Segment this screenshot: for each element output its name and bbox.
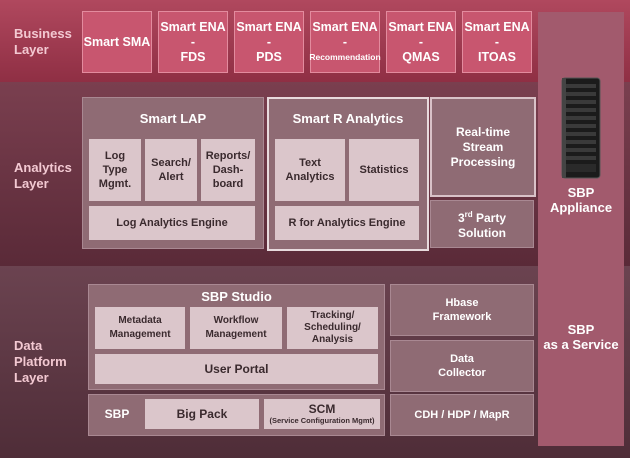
business-box-sub: ITOAS bbox=[478, 49, 516, 64]
sbp-label: SBP bbox=[104, 406, 130, 421]
sbp-appliance-label: SBP Appliance bbox=[549, 185, 613, 215]
business-box-title: Smart ENA - bbox=[464, 19, 530, 49]
log-analytics-engine-box: Log Analytics Engine bbox=[89, 206, 255, 240]
business-box-title: Smart SMA bbox=[83, 34, 151, 49]
third-party-number: 3 bbox=[457, 211, 465, 225]
third-party-solution-box: 3rd Party Solution bbox=[430, 200, 534, 248]
hbase-framework-box: Hbase Framework bbox=[390, 284, 534, 336]
business-box-smart-sma: Smart SMA bbox=[82, 11, 152, 73]
scm-title: SCM bbox=[308, 401, 336, 416]
business-box-itoas: Smart ENA - ITOAS bbox=[462, 11, 532, 73]
business-box-title: Smart ENA - bbox=[160, 19, 226, 49]
business-layer-label: Business Layer bbox=[14, 26, 72, 57]
business-box-qmas: Smart ENA - QMAS bbox=[386, 11, 456, 73]
sbp-studio-title: SBP Studio bbox=[201, 289, 272, 304]
workflow-management-box: Workflow Management bbox=[190, 307, 282, 349]
third-party-text: Party Solution bbox=[457, 211, 507, 240]
business-box-title: Smart ENA - bbox=[388, 19, 454, 49]
text-analytics-box: Text Analytics bbox=[275, 139, 345, 201]
cdh-hdp-mapr-box: CDH / HDP / MapR bbox=[390, 394, 534, 436]
business-box-pds: Smart ENA - PDS bbox=[234, 11, 304, 73]
smart-r-analytics-title: Smart R Analytics bbox=[292, 111, 404, 126]
data-collector-box: Data Collector bbox=[390, 340, 534, 392]
business-box-sub: PDS bbox=[256, 49, 282, 64]
r-analytics-engine-box: R for Analytics Engine bbox=[275, 206, 419, 240]
business-box-title: Smart ENA - bbox=[312, 19, 378, 49]
statistics-box: Statistics bbox=[349, 139, 419, 201]
business-box-sub: QMAS bbox=[402, 49, 440, 64]
business-box-fds: Smart ENA - FDS bbox=[158, 11, 228, 73]
metadata-management-box: Metadata Management bbox=[95, 307, 185, 349]
realtime-stream-processing-box: Real-time Stream Processing bbox=[430, 97, 536, 197]
smart-lap-title: Smart LAP bbox=[139, 111, 207, 126]
scm-subtitle: (Service Configuration Mgmt) bbox=[269, 415, 375, 425]
user-portal-box: User Portal bbox=[95, 354, 378, 384]
reports-dashboard-box: Reports/ Dash- board bbox=[201, 139, 255, 201]
sbp-as-a-service-label: SBP as a Service bbox=[543, 322, 619, 352]
log-type-mgmt-box: Log Type Mgmt. bbox=[89, 139, 141, 201]
tracking-scheduling-analysis-box: Tracking/ Scheduling/ Analysis bbox=[287, 307, 378, 349]
third-party-suffix: rd bbox=[464, 210, 473, 219]
business-box-title: Smart ENA - bbox=[236, 19, 302, 49]
business-box-recommendation: Smart ENA - Recommendation bbox=[309, 11, 381, 73]
analytics-layer-label: Analytics Layer bbox=[14, 160, 72, 191]
big-pack-box: Big Pack bbox=[145, 399, 259, 429]
business-box-sub: FDS bbox=[180, 49, 206, 64]
data-platform-layer-label: Data Platform Layer bbox=[14, 338, 67, 385]
business-box-sub: Recommendation bbox=[309, 51, 381, 62]
server-icon bbox=[561, 77, 601, 179]
scm-box: SCM (Service Configuration Mgmt) bbox=[264, 399, 380, 429]
search-alert-box: Search/ Alert bbox=[145, 139, 197, 201]
